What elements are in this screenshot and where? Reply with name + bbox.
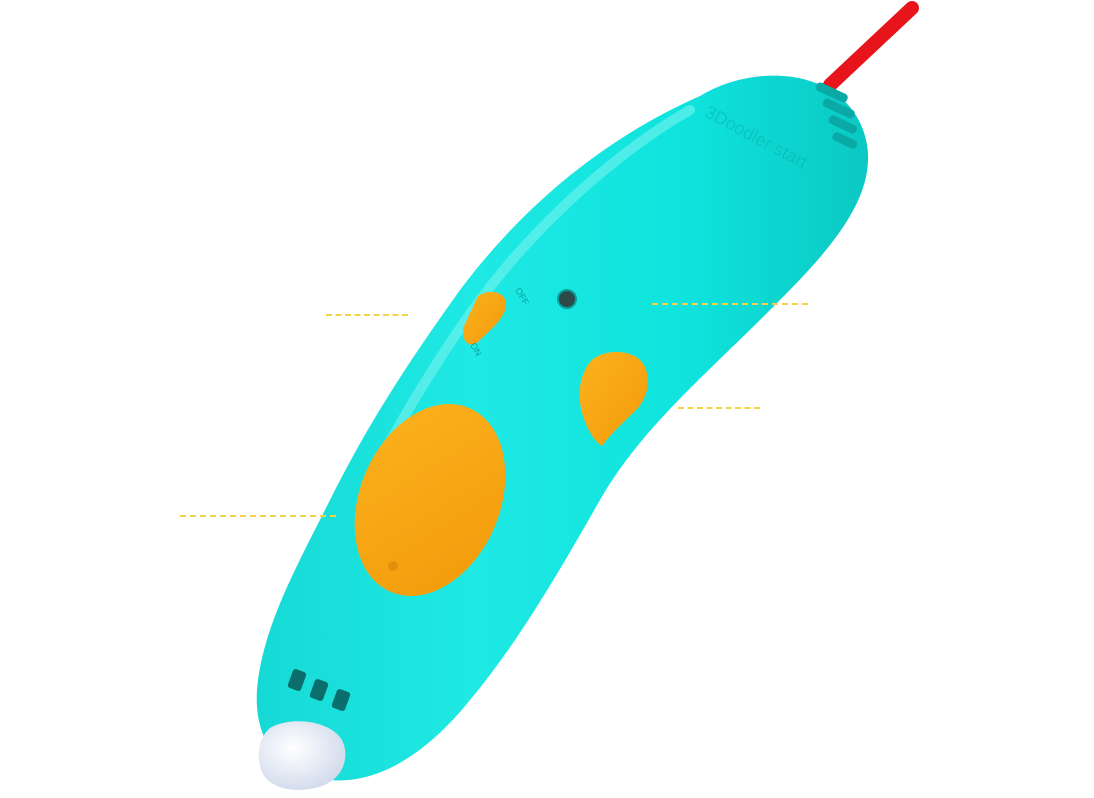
pen-body <box>256 75 869 781</box>
top-vent <box>815 82 858 149</box>
callout-line-led <box>652 303 808 305</box>
bottom-vent <box>287 669 351 711</box>
led-indicator <box>557 289 577 309</box>
callout-line-extrude-button <box>180 515 336 517</box>
speed-button[interactable] <box>579 351 648 446</box>
nozzle-tip <box>258 721 346 790</box>
callout-line-speed-button <box>678 407 760 409</box>
extrude-button[interactable] <box>326 381 533 620</box>
callout-line-power-switch <box>326 314 408 316</box>
extrude-button-dot <box>388 561 398 571</box>
filament-strand <box>823 1 919 92</box>
power-switch[interactable] <box>462 291 506 345</box>
